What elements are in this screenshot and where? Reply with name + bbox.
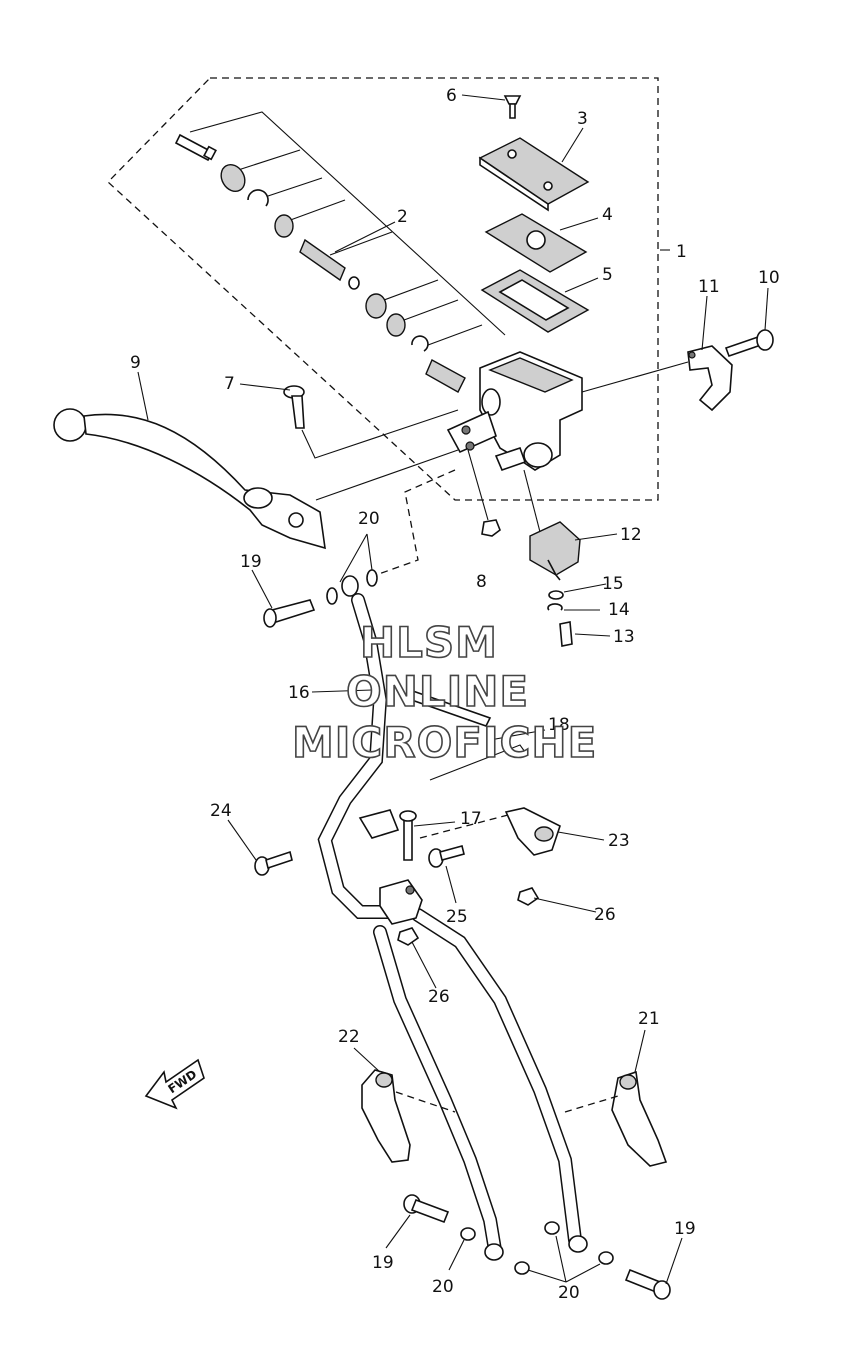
leader-holder xyxy=(581,361,689,393)
callout-18: 18 xyxy=(548,715,570,735)
banjo-left xyxy=(484,1243,504,1261)
callout-14: 14 xyxy=(608,600,630,620)
hose-holder-21 xyxy=(611,1070,668,1167)
callout-7: 7 xyxy=(224,374,235,394)
union-bolt-19-right xyxy=(624,1268,671,1300)
callout-2: 2 xyxy=(397,207,408,227)
bolt-25 xyxy=(428,845,465,868)
bolt-24 xyxy=(254,850,293,876)
screw-7 xyxy=(283,385,305,429)
master-cylinder-body xyxy=(446,351,583,472)
diaphragm xyxy=(480,269,590,333)
brake-switch xyxy=(529,521,581,581)
callout-22: 22 xyxy=(338,1027,360,1047)
union-bolt-19-left xyxy=(403,1194,450,1224)
callout-19-top: 19 xyxy=(240,552,262,572)
lockwasher-14 xyxy=(547,603,563,611)
washer-20a xyxy=(326,587,338,605)
callout-leaders xyxy=(137,94,769,1285)
leader-hose-union xyxy=(375,469,456,576)
washer-20d xyxy=(514,1261,530,1275)
watermark-line-2: ONLINE xyxy=(346,667,529,716)
reservoir-cap xyxy=(478,137,590,212)
piston-guide-lines xyxy=(189,111,506,349)
callout-19-left: 19 xyxy=(372,1253,394,1273)
callout-23: 23 xyxy=(608,831,630,851)
nut-26-right xyxy=(517,887,540,906)
callout-20-bottom: 20 xyxy=(558,1283,580,1303)
callout-24: 24 xyxy=(210,801,232,821)
screw-6 xyxy=(503,95,522,119)
callout-21: 21 xyxy=(638,1009,660,1029)
callout-16: 16 xyxy=(288,683,310,703)
callout-13: 13 xyxy=(613,627,635,647)
brake-lever xyxy=(53,408,326,550)
callout-20-left: 20 xyxy=(432,1277,454,1297)
callout-12: 12 xyxy=(620,525,642,545)
callout-5: 5 xyxy=(602,265,613,285)
leader-pivot xyxy=(301,409,459,459)
banjo-right xyxy=(568,1235,588,1253)
washer-20c xyxy=(460,1227,476,1241)
callout-11: 11 xyxy=(698,277,720,297)
washer-20f xyxy=(598,1251,614,1265)
watermark-line-3: MICROFICHE xyxy=(292,718,597,767)
hose-holder-22 xyxy=(361,1069,411,1163)
watermark-line-1: HLSM xyxy=(360,618,498,667)
brake-hose-main xyxy=(317,593,407,919)
callout-26-mid: 26 xyxy=(428,987,450,1007)
watermark: HLSM ONLINE MICROFICHE xyxy=(291,617,597,768)
callout-3: 3 xyxy=(577,109,588,129)
hose-joint xyxy=(358,809,423,925)
diaphragm-plate xyxy=(484,213,588,273)
leader-switch xyxy=(523,469,541,533)
callout-4: 4 xyxy=(602,205,613,225)
hose-banjo-top xyxy=(341,575,359,597)
nut-26-mid xyxy=(397,927,420,946)
brake-hose-right xyxy=(411,908,582,1247)
nut-8 xyxy=(481,519,501,537)
handlebar-holder xyxy=(687,345,733,412)
leader-holder-21 xyxy=(564,1095,619,1113)
leader-nut xyxy=(467,449,489,521)
callout-6: 6 xyxy=(446,86,457,106)
assembly-boundary xyxy=(107,77,659,501)
callout-8: 8 xyxy=(476,572,487,592)
callout-1: 1 xyxy=(676,242,687,262)
callout-20-top: 20 xyxy=(358,509,380,529)
forward-direction-arrow: FWD xyxy=(144,1058,205,1110)
callout-17: 17 xyxy=(460,809,482,829)
washer-20b xyxy=(366,569,378,587)
callout-26-right: 26 xyxy=(594,905,616,925)
washer-15 xyxy=(548,590,564,600)
screw-13 xyxy=(559,621,573,647)
callout-25: 25 xyxy=(446,907,468,927)
hose-guide-23 xyxy=(504,807,561,856)
cable-tie xyxy=(404,689,526,781)
callout-9: 9 xyxy=(130,353,141,373)
leader-holder-22 xyxy=(395,1091,456,1113)
piston-kit xyxy=(174,133,466,393)
callout-19-right: 19 xyxy=(674,1219,696,1239)
callout-15: 15 xyxy=(602,574,624,594)
leader-lever xyxy=(315,449,459,501)
brake-hose-left xyxy=(373,925,502,1257)
bolt-10 xyxy=(724,329,774,358)
washer-20e xyxy=(544,1221,560,1235)
leader-guide xyxy=(419,814,509,839)
union-bolt-19-top xyxy=(263,599,316,628)
callout-numbers: 1 2 3 4 5 6 7 8 9 10 11 12 13 14 15 16 1… xyxy=(130,86,780,1303)
callout-10: 10 xyxy=(758,268,780,288)
